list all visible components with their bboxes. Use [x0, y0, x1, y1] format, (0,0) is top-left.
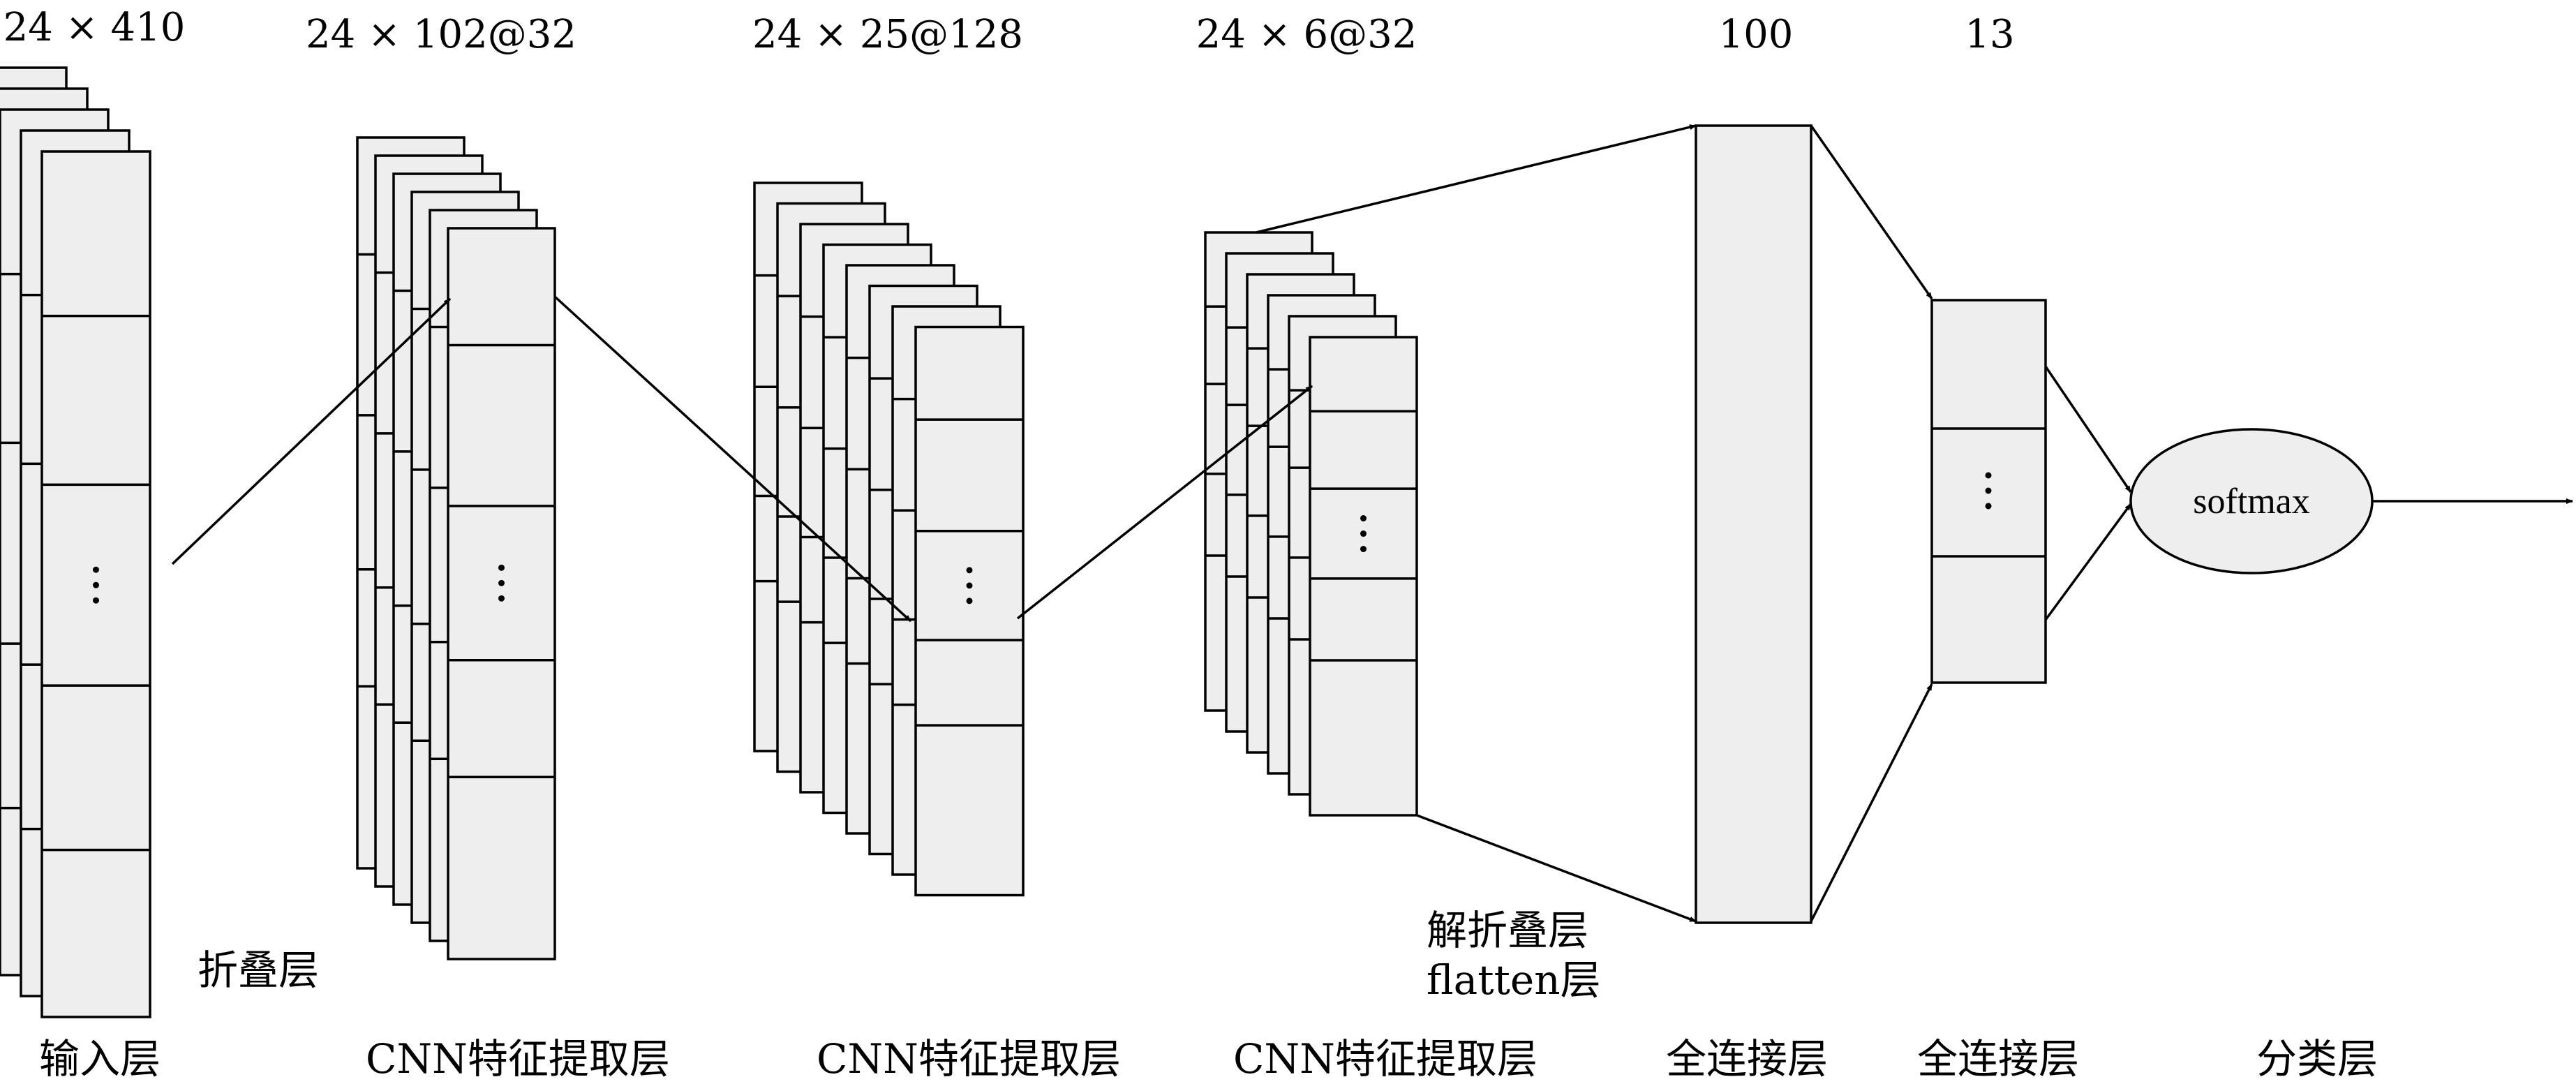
arrow-cnn3-to-fc1-top	[1256, 124, 1697, 234]
unfold-layer-label: 解折叠层	[1427, 907, 1588, 954]
cnn3-layer-stack	[1204, 231, 1418, 817]
fold-layer-label: 折叠层	[198, 946, 319, 994]
input-layer-stack	[0, 66, 151, 1018]
flatten-layer-label: flatten层	[1427, 956, 1601, 1004]
input-layer-front-sheet	[40, 150, 151, 1018]
caption-cnn2: CNN特征提取层	[817, 1035, 1121, 1083]
arrow-cnn3-to-fc1-bottom	[1416, 814, 1697, 923]
dim-fc2-label: 13	[1965, 12, 2014, 57]
fc2-block	[1930, 299, 2047, 684]
cnn2-layer-stack	[753, 181, 1025, 897]
arrow-fc2-to-softmax-top	[2044, 366, 2132, 493]
cnn3-layer-front-sheet	[1309, 336, 1418, 817]
arrow-fc2-to-softmax-bottom	[2044, 503, 2132, 621]
arrow-fc1-to-fc2-top	[1810, 124, 1933, 300]
fc1-block	[1695, 124, 1812, 924]
arrow-cnn2-to-cnn3	[1016, 385, 1313, 620]
dim-fc1-label: 100	[1719, 12, 1794, 57]
arrow-cnn1-to-cnn2	[553, 295, 912, 623]
cnn1-layer-front-sheet	[447, 227, 556, 960]
arrow-fc1-to-fc2-bottom	[1810, 683, 1933, 922]
cnn2-layer-front-sheet	[914, 325, 1025, 897]
cnn1-layer-stack	[356, 136, 556, 960]
caption-cnn3: CNN特征提取层	[1233, 1035, 1538, 1083]
caption-input: 输入层	[39, 1035, 161, 1083]
caption-fc1: 全连接层	[1666, 1035, 1828, 1083]
caption-cnn1: CNN特征提取层	[366, 1035, 670, 1083]
dim-input-label: 24 × 410	[3, 5, 186, 50]
connection-arrows	[171, 124, 2573, 923]
dim-cnn2-label: 24 × 25@128	[752, 12, 1023, 57]
dim-cnn3-label: 24 × 6@32	[1196, 12, 1417, 57]
caption-classification: 分类层	[2256, 1035, 2378, 1083]
caption-fc2: 全连接层	[1917, 1035, 2079, 1083]
softmax-label: softmax	[2193, 482, 2310, 521]
arrow-input-to-cnn1	[171, 297, 452, 565]
dim-cnn1-label: 24 × 102@32	[306, 12, 576, 57]
